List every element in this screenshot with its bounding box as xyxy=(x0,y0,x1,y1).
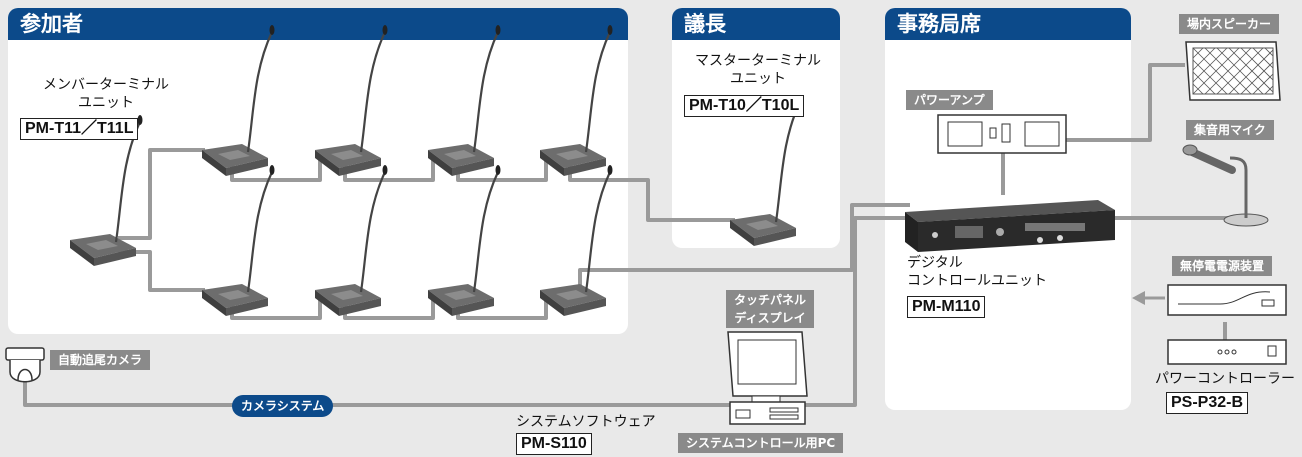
speaker-icon xyxy=(1185,41,1281,101)
touch-panel-tag: タッチパネル ディスプレイ xyxy=(726,290,815,328)
control-unit-name: デジタル コントロールユニット xyxy=(907,255,1047,289)
participants-panel: 参加者 xyxy=(8,8,628,334)
member-unit-icon xyxy=(538,163,614,318)
software-model: PM-S110 xyxy=(516,433,592,455)
collection-mic-icon xyxy=(1182,144,1269,227)
speaker-tag: 場内スピーカー xyxy=(1179,14,1280,34)
power-amp-tag: パワーアンプ xyxy=(906,90,993,110)
control-unit-model: PM-M110 xyxy=(907,296,986,318)
camera-tag: 自動追尾カメラ xyxy=(50,350,151,370)
member-unit-icon xyxy=(538,23,614,178)
master-unit-icon xyxy=(728,93,804,248)
pc-tag: システムコントロール用PC xyxy=(678,433,844,453)
cable-top-row xyxy=(118,148,205,240)
ups-tag: 無停電電源装置 xyxy=(1172,256,1273,276)
ups-icon xyxy=(1167,284,1287,316)
member-unit-name: メンバーターミナル ユニット xyxy=(43,77,169,111)
member-unit-icon xyxy=(200,23,276,178)
power-controller-icon xyxy=(1167,339,1287,365)
power-controller-name: パワーコントローラー xyxy=(1155,371,1295,387)
software-name: システムソフトウェア xyxy=(516,414,656,430)
member-unit-icon xyxy=(200,163,276,318)
member-unit-model: PM-T11／T11L xyxy=(20,118,139,140)
member-unit-icon xyxy=(313,163,389,318)
member-unit-icon xyxy=(426,163,502,318)
pc-icon xyxy=(727,331,808,425)
master-unit-name: マスターターミナル ユニット xyxy=(695,53,821,87)
camera-system-badge: カメラシステム xyxy=(232,395,334,417)
cable-camera xyxy=(23,216,905,407)
member-unit-icon xyxy=(426,23,502,178)
power-amp-icon xyxy=(937,114,1067,154)
participants-heading: 参加者 xyxy=(8,8,628,40)
power-controller-model: PS-P32-B xyxy=(1166,392,1249,414)
camera-icon xyxy=(5,347,45,383)
master-unit-model: PM-T10／T10L xyxy=(684,95,805,117)
chairman-panel: 議長 xyxy=(672,8,840,248)
mic-tag: 集音用マイク xyxy=(1186,120,1274,140)
cable-bottom-row xyxy=(118,250,205,292)
chairman-heading: 議長 xyxy=(672,8,840,40)
control-unit-icon xyxy=(905,200,1115,252)
member-unit-icon xyxy=(313,23,389,178)
secretariat-heading: 事務局席 xyxy=(885,8,1131,40)
